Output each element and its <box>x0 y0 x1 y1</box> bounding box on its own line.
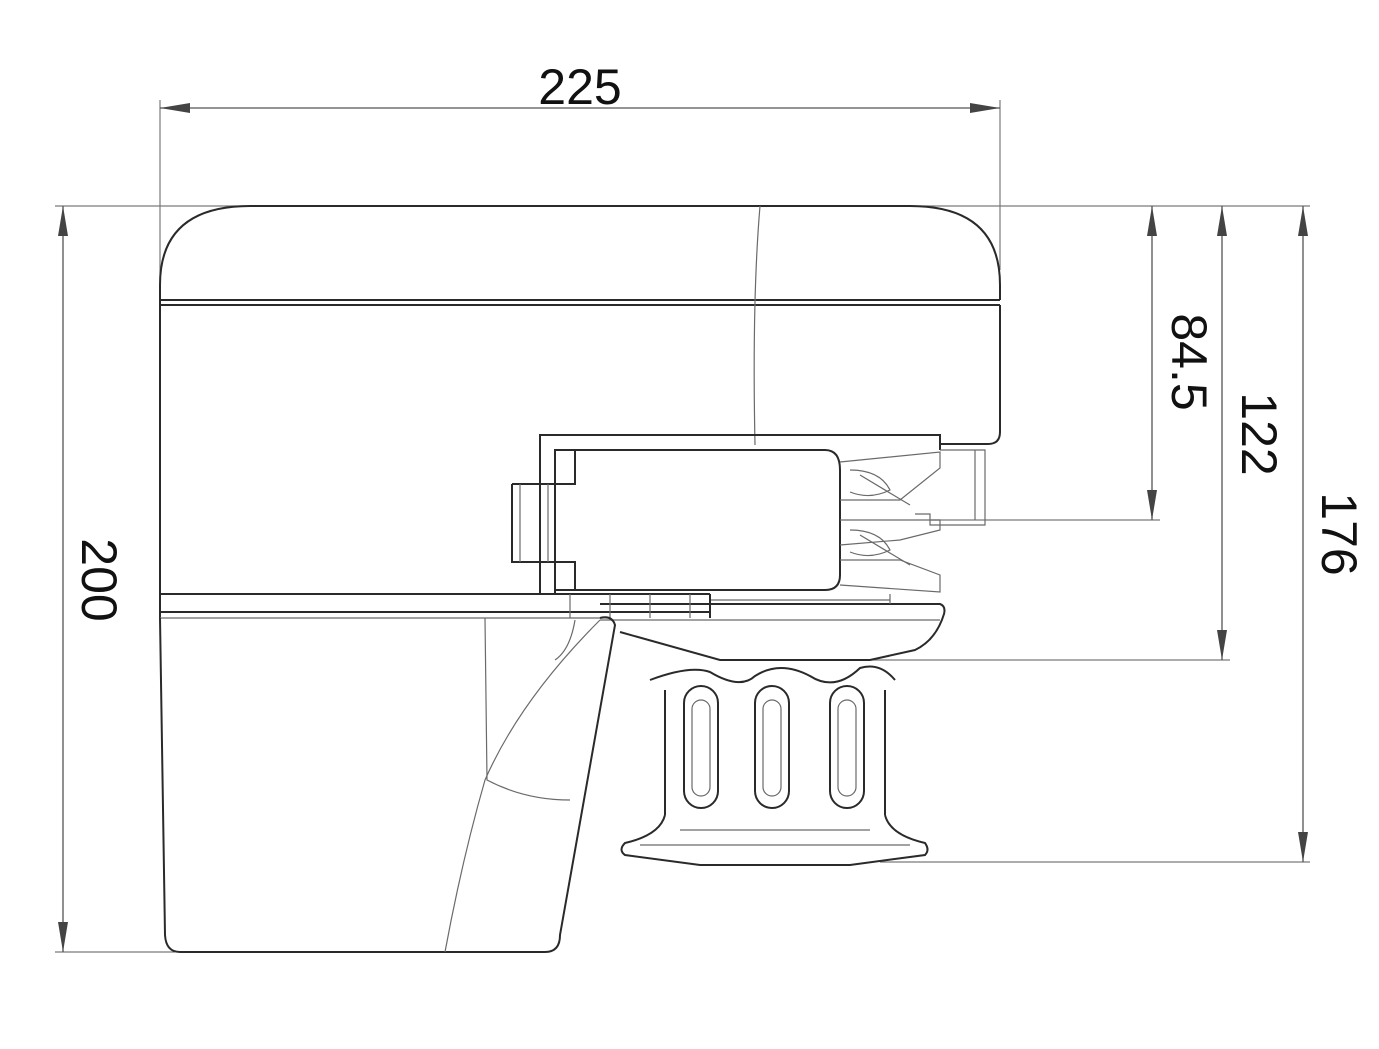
base-plate <box>569 594 946 661</box>
dimension-height-122: 122 <box>720 206 1287 661</box>
dimension-width: 225 <box>159 59 1001 300</box>
dimension-label-176: 176 <box>1311 492 1367 575</box>
dimension-height-84-5: 84.5 <box>920 205 1310 521</box>
housing-top <box>159 205 1001 446</box>
clamp-block <box>511 434 986 594</box>
dimension-height-176: 176 <box>880 206 1367 863</box>
dimension-label-84-5: 84.5 <box>1161 313 1217 410</box>
dimension-label-width: 225 <box>538 59 621 115</box>
lower-bracket <box>159 616 617 953</box>
dimension-height-200: 200 <box>55 205 760 953</box>
housing-body <box>159 300 1001 619</box>
dimension-label-200: 200 <box>71 538 127 621</box>
dimension-label-122: 122 <box>1231 392 1287 475</box>
adjustment-knob <box>620 665 929 866</box>
